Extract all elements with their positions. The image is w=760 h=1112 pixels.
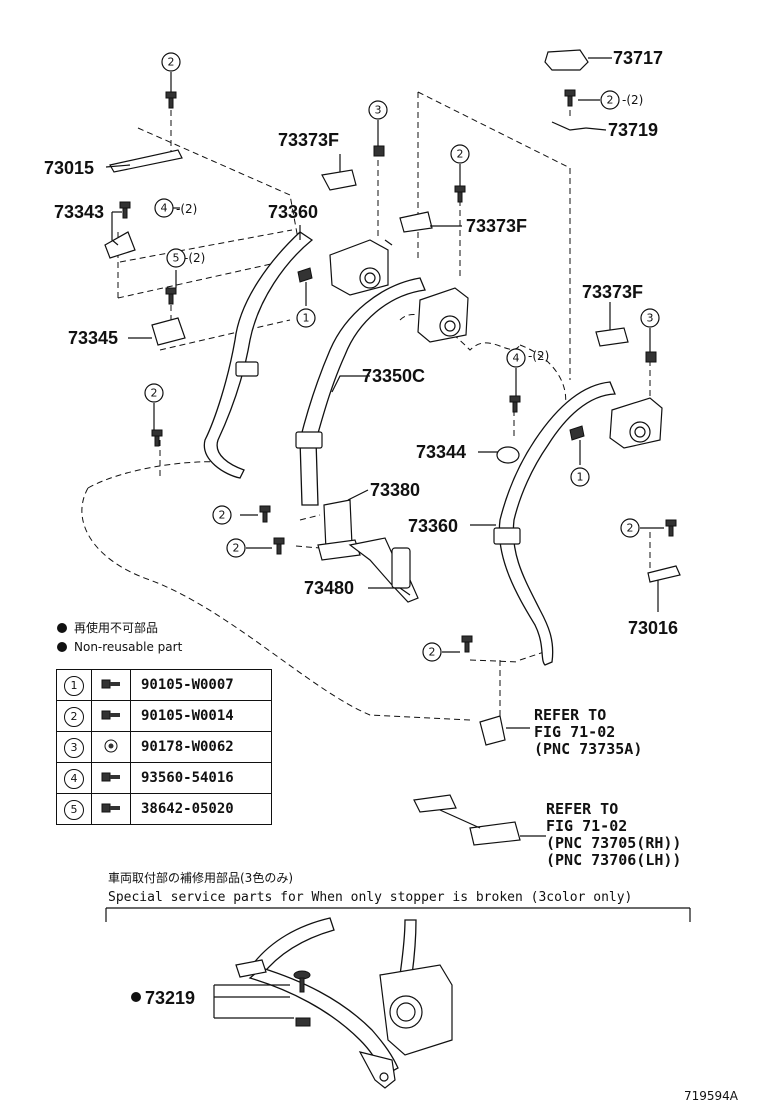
legend-number: 2 — [64, 707, 84, 727]
legend-number: 1 — [64, 676, 84, 696]
special-title-jp: 車両取付部の補修用部品(3色のみ) — [108, 870, 293, 885]
label-73373f-a: 73373F — [278, 130, 339, 150]
callout-number: 3 — [375, 104, 382, 117]
part-73719-shape — [551, 121, 587, 131]
legend-row: 2 90105-W0014 — [56, 700, 272, 732]
label-73480: 73480 — [304, 578, 354, 598]
refer-to-notes: REFER TO FIG 71-02 (PNC 73735A) REFER TO… — [534, 706, 681, 869]
legend-row: 1 90105-W0007 — [56, 669, 272, 701]
part-73016-shape — [647, 565, 681, 583]
part-73373f-c-shape — [595, 327, 629, 347]
qty-label: -(2) — [184, 251, 205, 265]
legend-part: 90105-W0007 — [130, 669, 272, 701]
legend-part: 38642-05020 — [130, 793, 272, 825]
label-73015: 73015 — [44, 158, 94, 178]
qty-label: -(2) — [528, 349, 549, 363]
label-73717: 73717 — [613, 48, 663, 68]
part-number-labels: 73717 73719 73015 73343 73373F 73360 733… — [44, 48, 678, 638]
callout-number: 3 — [647, 312, 654, 325]
label-73016: 73016 — [628, 618, 678, 638]
bolt-icon — [101, 679, 120, 688]
legend-row: 5 38642-05020 — [56, 793, 272, 825]
special-title-en: Special service parts for When only stop… — [108, 890, 632, 905]
callout-number: 2 — [607, 94, 614, 107]
ref2-line4: (PNC 73706(LH)) — [546, 851, 681, 869]
callout-number: 1 — [577, 471, 584, 484]
callouts: 2 2 3 2 4 5 1 3 4 2 1 2 2 2 2 — [144, 52, 660, 662]
part-73344-shape — [496, 446, 520, 464]
legend-row: 4 93560-54016 — [56, 762, 272, 794]
right-retractor — [609, 397, 663, 449]
nonreusable-notes: 再使用不可部品 Non-reusable part — [57, 620, 183, 654]
legend-part: 90105-W0014 — [130, 700, 272, 732]
ref1-line1: REFER TO — [534, 706, 606, 724]
callout-number: 2 — [233, 542, 240, 555]
left-retractor — [329, 239, 393, 296]
center-seatbelt — [295, 277, 426, 506]
label-73360-a: 73360 — [268, 202, 318, 222]
leader-lines — [105, 57, 664, 837]
nut-icon — [104, 739, 118, 752]
legend-number: 3 — [64, 738, 84, 758]
ref2-line3: (PNC 73705(RH)) — [546, 834, 681, 852]
label-73360-b: 73360 — [408, 516, 458, 536]
callout-number: 2 — [151, 387, 158, 400]
callout-number: 2 — [627, 522, 634, 535]
part-73717-shape — [544, 49, 589, 71]
nonreusable-marker-icon — [57, 642, 67, 652]
callout-number: 2 — [457, 148, 464, 161]
label-73219: 73219 — [145, 988, 195, 1008]
ref1-line3: (PNC 73735A) — [534, 740, 642, 758]
legend-row: 3 90178-W0062 — [56, 731, 272, 763]
bolt-icon — [101, 803, 120, 812]
qty-label: -(2) — [622, 93, 643, 107]
part-73345-shape — [151, 317, 186, 346]
label-73719: 73719 — [608, 120, 658, 140]
quantity-labels: -(2) -(2) -(2) -(2) — [176, 93, 643, 363]
qty-label: -(2) — [176, 202, 197, 216]
part-73343-shape — [104, 231, 136, 259]
legend-number: 4 — [64, 769, 84, 789]
callout-number: 1 — [303, 312, 310, 325]
diagram-code: 719594A — [684, 1089, 739, 1103]
nonreusable-marker-icon — [131, 992, 141, 1002]
label-73373f-b: 73373F — [466, 216, 527, 236]
label-73343: 73343 — [54, 202, 104, 222]
label-73373f-c: 73373F — [582, 282, 643, 302]
ref2-line2: FIG 71-02 — [546, 817, 627, 835]
legend-number: 5 — [64, 800, 84, 820]
nonreusable-marker-icon — [57, 623, 67, 633]
special-service-section: 車両取付部の補修用部品(3色のみ) Special service parts … — [105, 870, 739, 1103]
label-73380: 73380 — [370, 480, 420, 500]
callout-number: 5 — [173, 252, 180, 265]
fasteners — [119, 89, 677, 653]
ref1-line2: FIG 71-02 — [534, 723, 615, 741]
label-73344: 73344 — [416, 442, 466, 462]
bolt-icon — [101, 772, 120, 781]
part-73373f-a-shape — [321, 169, 357, 191]
note-nonreusable-en: Non-reusable part — [74, 640, 183, 654]
left-seatbelt — [203, 231, 314, 479]
callout-number: 2 — [219, 509, 226, 522]
part-73015-shape — [109, 149, 183, 173]
callout-number: 4 — [513, 352, 520, 365]
note-nonreusable-jp: 再使用不可部品 — [74, 620, 158, 635]
part-73373f-b-shape — [399, 211, 433, 233]
label-73350c: 73350C — [362, 366, 425, 386]
small-parts — [104, 49, 681, 846]
bolt-icon — [101, 710, 120, 719]
legend-part: 90178-W0062 — [130, 731, 272, 763]
dashed-outlines — [81, 91, 651, 721]
callout-number: 2 — [168, 56, 175, 69]
callout-number: 4 — [161, 202, 168, 215]
ref2-line1: REFER TO — [546, 800, 618, 818]
right-seatbelt — [493, 381, 616, 666]
callout-number: 2 — [429, 646, 436, 659]
fastener-legend-table: 1 90105-W0007 2 90105-W0014 3 90178-W006… — [56, 669, 272, 829]
legend-part: 93560-54016 — [130, 762, 272, 794]
center-retractor — [417, 287, 469, 343]
label-73345: 73345 — [68, 328, 118, 348]
